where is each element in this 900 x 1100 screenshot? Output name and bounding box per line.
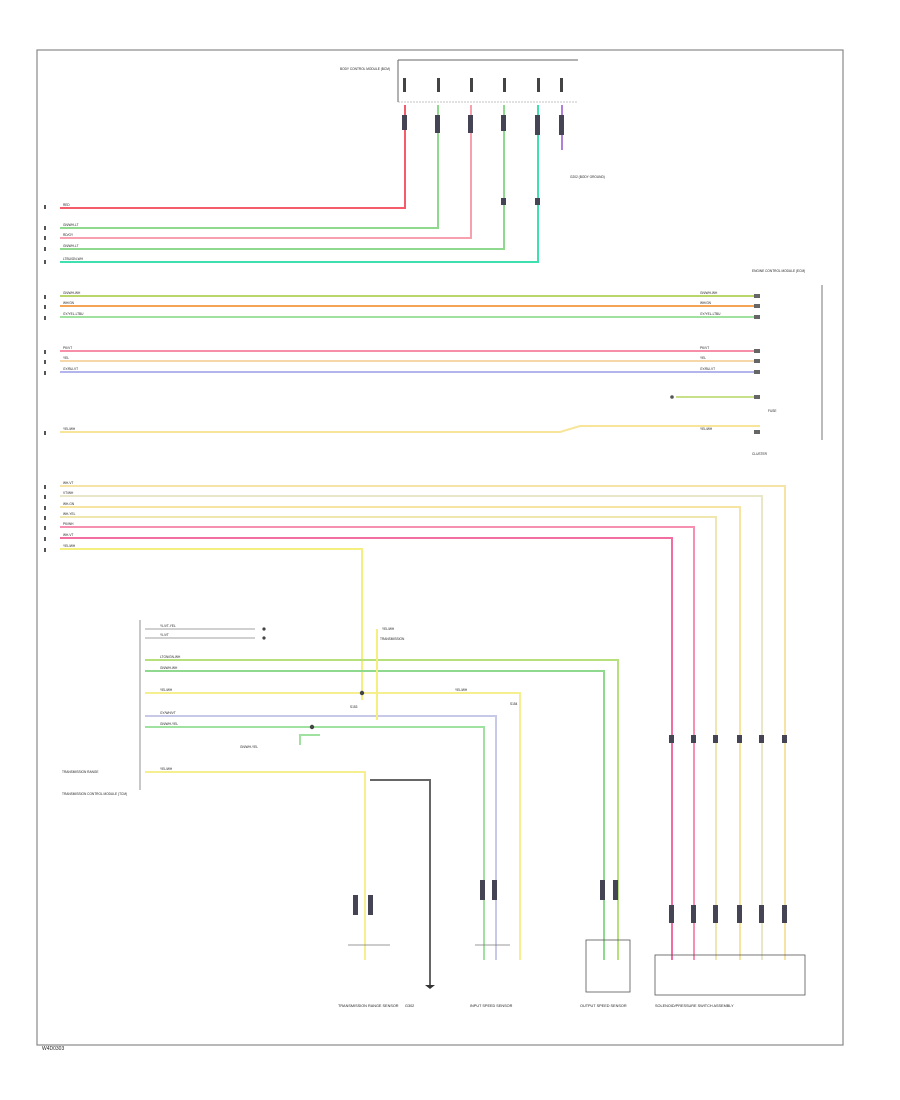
svg-text:PK/VT: PK/VT [63, 346, 72, 350]
svg-text:WH/GN: WH/GN [700, 301, 712, 305]
wire-label-1: RED [63, 203, 70, 207]
ecm-label: ENGINE CONTROL MODULE (ECM) [752, 269, 805, 273]
sensor-2-label: INPUT SPEED SENSOR [470, 1004, 513, 1008]
svg-text:YEL/WH: YEL/WH [455, 688, 468, 692]
svg-text:YEL: YEL [700, 356, 706, 360]
svg-text:WH/GN: WH/GN [63, 301, 75, 305]
svg-text:VT/WH: VT/WH [63, 491, 74, 495]
tcm-bottom-label: TRANSMISSION RANGE [62, 770, 98, 774]
cluster-label: CLUSTER [752, 452, 768, 456]
sensor-4-label: SOLENOID/PRESSURE SWITCH ASSEMBLY [655, 1004, 734, 1008]
tcm-label: TRANSMISSION CONTROL MODULE (TCM) [62, 792, 127, 796]
svg-text:GY/YEL-LTBU: GY/YEL-LTBU [63, 312, 84, 316]
svg-text:PK/VT: PK/VT [700, 346, 709, 350]
wire-label-4: GN/WH-LT [63, 244, 79, 248]
svg-text:GY/YEL-LTBU: GY/YEL-LTBU [700, 312, 721, 316]
svg-text:YEL/WH: YEL/WH [382, 627, 395, 631]
svg-text:WH-YEL: WH-YEL [63, 512, 76, 516]
sensor-1-label: TRANSMISSION RANGE SENSOR [338, 1004, 399, 1008]
tcm-wire-labels: YL/VT-YEL YL/VT LTGN/GN-WH GN/WH-WH YEL/… [160, 624, 468, 771]
trs-note: TRANSMISSION [380, 637, 405, 641]
svg-text:YEL/WH: YEL/WH [700, 427, 713, 431]
tcm-wires [145, 628, 619, 985]
tcm-splices [262, 627, 365, 730]
page-border [36, 49, 844, 1046]
svg-text:YEL/WH: YEL/WH [160, 688, 173, 692]
cluster-wires [60, 485, 786, 960]
ground-bottom-label: G302 [405, 1004, 414, 1008]
svg-text:GY/BU-VT: GY/BU-VT [63, 367, 78, 371]
ecm-pin-marks [754, 294, 760, 434]
svg-text:GY/BU-VT: GY/BU-VT [700, 367, 715, 371]
svg-text:GN/WH-WH: GN/WH-WH [160, 666, 178, 670]
top-drop-wires [60, 105, 563, 263]
sensor-3-label: OUTPUT SPEED SENSOR [580, 1004, 627, 1008]
svg-text:GN/WH-YEL: GN/WH-YEL [240, 745, 258, 749]
ecm-connector: ENGINE CONTROL MODULE (ECM) FUSE [752, 269, 823, 440]
fuse-label: FUSE [768, 409, 777, 413]
svg-text:LTGN/GN-WH: LTGN/GN-WH [160, 655, 181, 659]
ecm-wires [60, 295, 760, 433]
svg-text:YL/VT: YL/VT [160, 633, 169, 637]
cluster-codes [669, 735, 787, 923]
top-connector-label: BODY CONTROL MODULE (BCM) [340, 67, 390, 71]
page-code: W4D0303 [42, 1046, 64, 1052]
svg-text:WH-VT: WH-VT [63, 481, 73, 485]
top-connector: BODY CONTROL MODULE (BCM) [340, 59, 578, 103]
svg-text:GN/WH-YEL: GN/WH-YEL [160, 722, 178, 726]
svg-text:GN/WH-WH: GN/WH-WH [63, 291, 81, 295]
svg-text:WH-GN: WH-GN [63, 502, 75, 506]
svg-text:WH-VT: WH-VT [63, 533, 73, 537]
wire-label-3: RD/GY [63, 233, 74, 237]
ecm-wire-labels: GN/WH-WH WH/GN GY/YEL-LTBU PK/VT YEL GY/… [63, 291, 721, 431]
splice-2-label: S154 [510, 702, 518, 706]
splice-1-label: S153 [350, 705, 358, 709]
wire-label-2: GN/WH-LT [63, 223, 79, 227]
cluster-wire-labels: WH-VT VT/WH WH-GN WH-YEL PK/WH WH-VT YEL… [63, 481, 76, 548]
bottom-components [348, 939, 806, 996]
svg-text:YL/VT-YEL: YL/VT-YEL [160, 624, 176, 628]
wire-label-5: LTBU/GN-WH [63, 257, 84, 261]
left-pin-numbers [44, 205, 46, 552]
svg-text:GY/WH/VT: GY/WH/VT [160, 711, 176, 715]
svg-text:YEL: YEL [63, 356, 69, 360]
top-ground-label: G202 (BODY GROUND) [570, 175, 605, 179]
svg-text:GN/WH-WH: GN/WH-WH [700, 291, 718, 295]
ecm-ground-dot [670, 395, 674, 399]
svg-text:PK/WH: PK/WH [63, 522, 74, 526]
bottom-codes [353, 880, 618, 915]
svg-text:YEL/WH: YEL/WH [160, 767, 173, 771]
svg-text:YEL/WH: YEL/WH [63, 544, 76, 548]
svg-text:YEL/WH: YEL/WH [63, 427, 76, 431]
top-drop-codes [402, 115, 564, 205]
